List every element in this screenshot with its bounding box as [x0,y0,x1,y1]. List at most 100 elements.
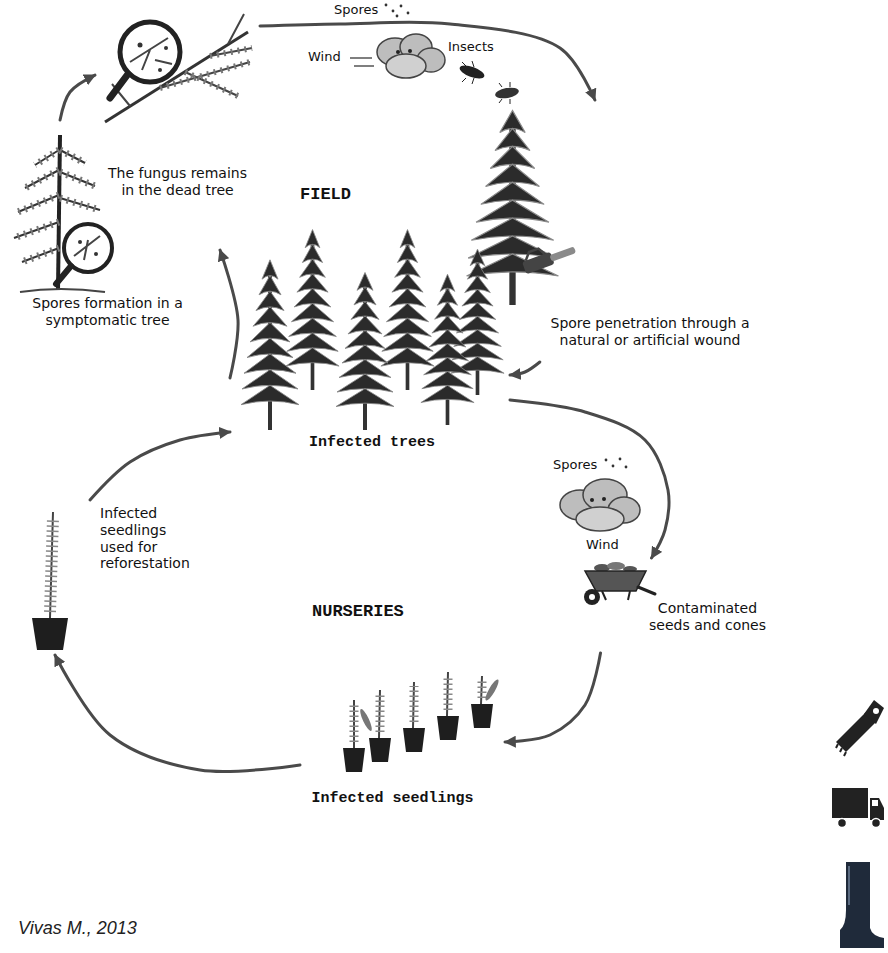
stage-caption: Infected seedlings [300,790,485,808]
reforestation-seedling [32,512,68,650]
wheelbarrow [638,587,655,594]
symptomatic-tree [56,266,71,284]
insects [462,61,474,84]
seedling-pots [471,704,493,728]
wounded-tree [523,247,544,260]
truck-icon [870,798,884,820]
agent-label: Spores [553,458,597,473]
dead-tree-fungus [105,14,252,122]
infected-trees [241,260,299,430]
infected-trees [451,249,504,395]
stage-caption: Spores formation in a symptomatic tree [5,295,210,329]
spore-sprinkle [605,459,608,462]
spore-sprinkle [619,458,622,461]
saw-icon [836,700,884,756]
seedling-pots [369,738,391,762]
symptomatic-tree [20,289,105,292]
infected-trees [336,272,394,430]
wheelbarrow [584,562,655,605]
cycle-stage: Infected seedlings [300,670,505,820]
reforestation-seedling [50,512,53,618]
insects [494,86,519,100]
truck-icon [838,819,847,828]
truck-icon [832,788,868,818]
cycle-arrow [60,75,95,120]
wind-cloud [396,50,400,54]
spore-sprinkle [385,4,388,7]
agent-label: Wind [586,538,619,553]
infected-trees [286,230,339,390]
spore-sprinkle [385,4,410,18]
wind-cloud [576,507,624,531]
cycle-stage: Infected seedlings used for reforestatio… [15,500,215,655]
seedling-pots [343,748,365,772]
spore-sprinkle [625,466,628,469]
stage-caption: Infected trees [292,434,452,452]
wounded-tree [549,246,576,261]
cycle-arrow [510,362,540,375]
truck-icon [832,788,884,828]
wind-cloud [350,34,445,78]
dead-tree-fungus [130,38,172,70]
cycle-stage: Spore penetration through a natural or a… [455,100,810,362]
boot-icon [840,862,884,948]
cycle-stage: Spores formation in a symptomatic tree [5,120,220,345]
cycle-stage: Infected trees [230,220,510,460]
spore-sprinkle [396,15,399,18]
spore-sprinkle [407,12,410,15]
stage-caption: Contaminated seeds and cones [640,600,775,634]
symptomatic-tree [58,135,60,290]
wheelbarrow [607,562,625,570]
symptomatic-tree [14,150,100,262]
cycle-arrow [510,400,669,558]
spore-sprinkle [392,10,395,13]
wind-cloud [350,58,374,66]
seedling-pots [358,708,374,732]
spore-sprinkle [400,5,403,8]
symptomatic-tree [94,252,98,256]
saw-icon [873,708,879,714]
region-heading: FIELD [300,185,351,205]
infected-trees [421,274,474,425]
dead-tree-fungus [110,74,128,98]
dead-tree-fungus [158,68,162,72]
cycle-stage: The fungus remains in the dead tree [95,5,260,220]
infected-trees [381,230,434,390]
spore-sprinkle [612,465,615,468]
symptomatic-tree [78,240,82,244]
agent-label: Wind [308,50,341,65]
dead-tree-fungus [164,46,168,50]
stage-caption: Infected seedlings used for reforestatio… [100,505,200,572]
cycle-stage: Contaminated seeds and cones [570,558,779,653]
saw-icon [836,744,846,756]
infected-trees [241,230,504,430]
symptomatic-tree [74,236,100,260]
cycle-arrow [90,432,230,500]
seedling-pots [437,716,459,740]
saw-icon [864,700,884,724]
wounded-tree [520,237,578,274]
agent-label: Spores [334,3,378,18]
symptomatic-tree [14,150,100,262]
wheelbarrow [589,594,595,600]
stage-caption: Spore penetration through a natural or a… [525,315,775,349]
insects [499,82,510,104]
agent-label: Insects [448,40,494,55]
seedling-pots [343,672,501,772]
source-credit: Vivas M., 2013 [18,918,137,939]
insects [458,61,520,104]
boot-icon [840,862,884,948]
wind-cloud [590,498,594,502]
truck-icon [872,819,881,828]
cycle-arrow [220,250,238,378]
reforestation-seedling [50,518,53,612]
wind-cloud [560,479,640,531]
wheelbarrow [584,589,600,605]
stage-caption: The fungus remains in the dead tree [100,165,255,199]
seedling-pots [403,728,425,752]
insects [458,63,486,81]
reforestation-seedling [32,618,68,650]
